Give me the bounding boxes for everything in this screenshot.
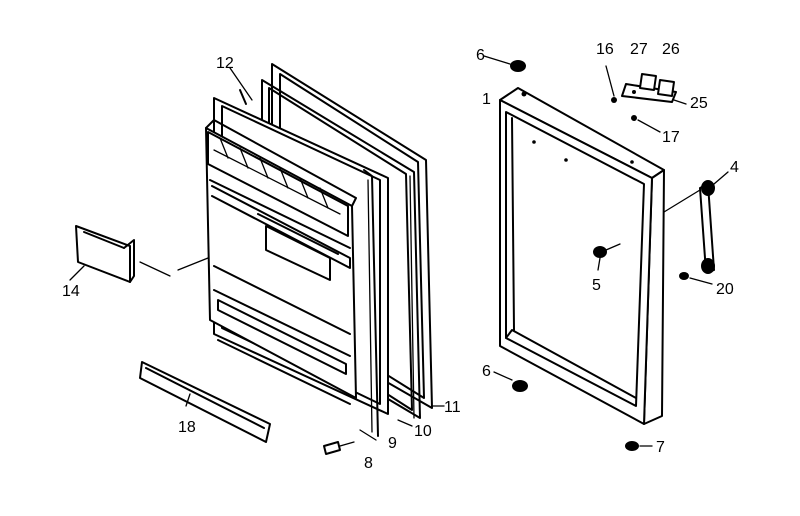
callout-6-top: 6 (476, 47, 485, 64)
screw-17 (631, 115, 661, 133)
leader-12 (229, 67, 253, 101)
leader-18 (185, 393, 191, 407)
leader-14 (69, 265, 85, 281)
callout-20: 20 (716, 281, 734, 298)
screw-20 (679, 272, 713, 285)
door-inner-panel (205, 119, 357, 405)
hinge-plate-assembly (621, 73, 687, 105)
callout-27: 27 (630, 41, 648, 58)
callout-17: 17 (662, 129, 680, 146)
callout-18: 18 (178, 419, 196, 436)
door-handle-4 (663, 171, 729, 274)
gasket-strip-9 (363, 169, 379, 437)
callout-8: 8 (364, 455, 373, 472)
callout-6-bottom: 6 (482, 363, 491, 380)
callout-14: 14 (62, 283, 80, 300)
screw-8 (323, 441, 355, 455)
leader-10 (397, 419, 413, 427)
hinge-6-bottom (493, 371, 528, 392)
callout-1: 1 (482, 91, 491, 108)
hinge-5 (593, 243, 621, 271)
callout-9: 9 (388, 435, 397, 452)
callout-5: 5 (592, 277, 601, 294)
foot-7 (625, 441, 653, 451)
callout-26: 26 (662, 41, 680, 58)
callout-12: 12 (216, 55, 234, 72)
trim-14 (75, 225, 209, 283)
callout-16: 16 (596, 41, 614, 58)
door-frame-1 (499, 87, 665, 425)
hinge-6-top (483, 55, 527, 97)
callout-25: 25 (690, 95, 708, 112)
screw-16 (605, 65, 617, 103)
callout-4: 4 (730, 159, 739, 176)
callout-11: 11 (444, 399, 461, 416)
trim-strip-18 (139, 361, 271, 443)
callout-7: 7 (656, 439, 665, 456)
leader-9 (359, 429, 377, 441)
callout-10: 10 (414, 423, 432, 440)
